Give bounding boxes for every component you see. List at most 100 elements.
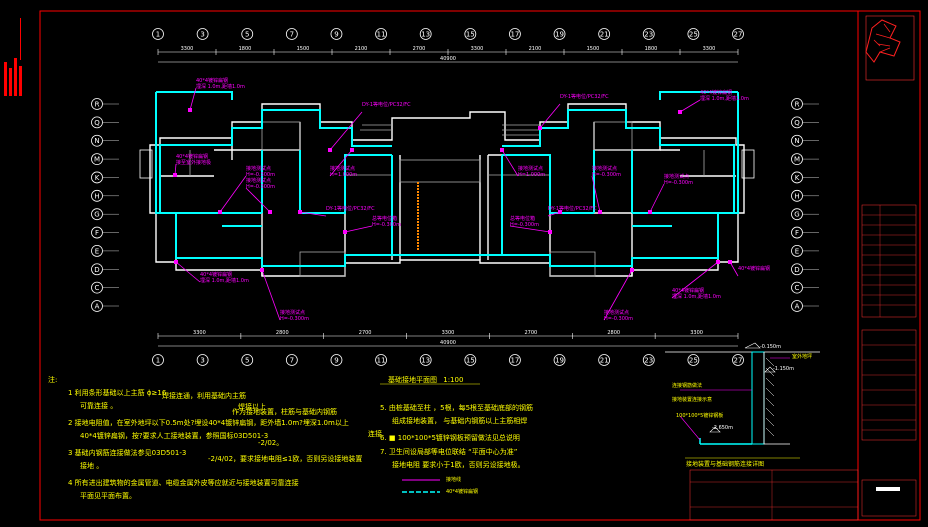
axis-top-bubble-21 [598, 28, 611, 40]
leader-c20 [729, 261, 739, 277]
axis-bottom-label-3: 3 [200, 357, 204, 365]
axis-left-label-R: R [95, 101, 100, 109]
top-dim-8: 1800 [645, 46, 658, 52]
axis-right-label-M: M [794, 156, 800, 164]
note-6a: 6. ■ 100*100*5镀锌钢板预留做法见总说明 [380, 434, 520, 442]
leader-c7 [245, 187, 271, 213]
test-point-marker-c16 [174, 260, 178, 264]
callout-c20: 40*4镀锌扁钢 [738, 266, 770, 272]
axis-bottom-bubble-5 [241, 354, 254, 366]
test-point-marker-c6 [218, 210, 222, 214]
callout-c13-line1: DY-1等电位/PC32/FC [548, 206, 597, 212]
callout-c9-line2: H=1.000m [518, 172, 546, 178]
axis-bottom-label-7: 7 [290, 357, 294, 365]
plan-title: 基础接地平面图 1:100 [388, 376, 463, 385]
leader-c10 [591, 175, 601, 213]
axis-top-label-7: 7 [290, 31, 294, 39]
axis-top-bubble-17 [509, 28, 521, 40]
axis-left-bubble-D [91, 263, 103, 276]
callout-c5-line1: 40*4镀锌扁钢 [176, 154, 209, 160]
axis-bottom-label-11: 11 [377, 357, 386, 365]
axis-right-label-E: E [795, 247, 799, 255]
axis-right-label-K: K [795, 174, 800, 182]
axis-right-label-G: G [794, 211, 799, 219]
grounding-test-points [173, 108, 732, 272]
axis-right-label-H: H [794, 192, 799, 200]
note-3b: -2/4/02，要求接地电阻≤1欧，否则另设接地装置 [208, 455, 363, 463]
axis-left-bubble-R [91, 98, 103, 110]
axis-top-label-5: 5 [245, 31, 249, 39]
note-5b: 组成接地装置， 与基础内钢筋以上主筋相焊 [392, 417, 528, 425]
callout-c14-line1: 总等电位箱 [372, 216, 398, 222]
axis-right-bubble-N [791, 134, 803, 147]
axis-left-label-E: E [95, 247, 99, 255]
axis-top-label-17: 17 [510, 31, 519, 39]
callout-c16-line2: 埋深 1.0m,距墙1.0m [200, 278, 249, 284]
leader-c9 [501, 149, 519, 177]
axis-right-bubble-H [791, 189, 803, 202]
plan-title-text: 基础接地平面图 [388, 376, 437, 384]
grounding-conductor-ring [155, 91, 739, 267]
callout-c5: 40*4镀锌扁钢接至室外接地极 [176, 154, 211, 166]
axis-top-bubble-9 [330, 28, 343, 40]
callout-c5-line2: 接至室外接地极 [176, 160, 212, 166]
note-1a: 1 利用条形基础以上主筋 ϕ≥16 [68, 389, 167, 397]
title-block [689, 11, 917, 521]
callout-c4-line1: 40*4镀锌扁钢 [700, 90, 733, 96]
axis-top-label-25: 25 [689, 31, 698, 39]
axis-left-label-D: D [94, 266, 99, 274]
company-seal-icon [865, 19, 901, 63]
note-5a: 5. 由桩基础至柱 ，5根，每5根至基础底部的钢筋 [380, 404, 534, 412]
axis-bottom-bubble-7 [285, 354, 298, 366]
note-1d: 可靠连接 。 [80, 402, 118, 410]
note-3c: 接地 。 [80, 462, 104, 470]
note-6b: 连接 [368, 430, 382, 438]
floor-plan-walls [149, 103, 745, 277]
axis-bottom-bubble-25 [687, 354, 700, 366]
callout-c1-line2: 埋深 1.0m,距墙1.0m [196, 84, 245, 90]
detail-mark-2: -2.650m [712, 425, 733, 431]
leader-c8 [329, 149, 353, 177]
leader-c6 [219, 175, 247, 213]
detail-title: 接地装置与基础钢筋连接详图 [686, 461, 765, 468]
axis-bottom-bubble-21 [598, 354, 611, 366]
callout-c18-line2: H=-0.300m [280, 316, 309, 322]
top-dim-5: 3300 [471, 46, 484, 52]
legend-label-2: 40*4镀锌扁钢 [446, 489, 479, 495]
note-1e: 作为接地装置，柱筋与基础内钢筋 [232, 408, 337, 416]
test-point-marker-c15 [548, 230, 552, 234]
leader-c15 [509, 225, 551, 233]
test-point-marker-c8 [350, 148, 354, 152]
axis-left-bubble-Q [91, 116, 103, 129]
bottom-dim-3: 3300 [442, 330, 455, 336]
legend-label-1: 接地线 [446, 477, 462, 483]
legend-symbols [380, 383, 480, 493]
axis-bottom-label-9: 9 [334, 357, 338, 365]
note-7a: 7. 卫生间设局部等电位联结 “平面中心为准” [380, 448, 518, 456]
detail-mark-1: -1.150m [773, 366, 794, 372]
axis-bottom-label-25: 25 [689, 357, 698, 365]
sheet-border [39, 10, 921, 521]
axis-top-label-3: 3 [200, 31, 204, 39]
note-3a: 3 基础内钢筋连接做法参见03D501-3 [68, 449, 187, 457]
test-point-marker-c5 [173, 173, 177, 177]
axis-top-bubble-23 [642, 28, 655, 40]
callout-c14-line2: H=-0.300m [372, 222, 401, 228]
leader-c11 [649, 183, 665, 213]
axis-left-label-H: H [94, 192, 99, 200]
axis-right-label-R: R [795, 101, 800, 109]
detail-label-a: 室外地坪 [792, 354, 813, 360]
test-point-marker-c18 [260, 268, 264, 272]
bottom-dim-5: 2800 [607, 330, 620, 336]
axis-right-label-N: N [794, 137, 799, 145]
axis-left-bubble-M [91, 153, 103, 165]
axis-right-bubble-D [791, 263, 803, 276]
callout-leaders [174, 87, 739, 321]
